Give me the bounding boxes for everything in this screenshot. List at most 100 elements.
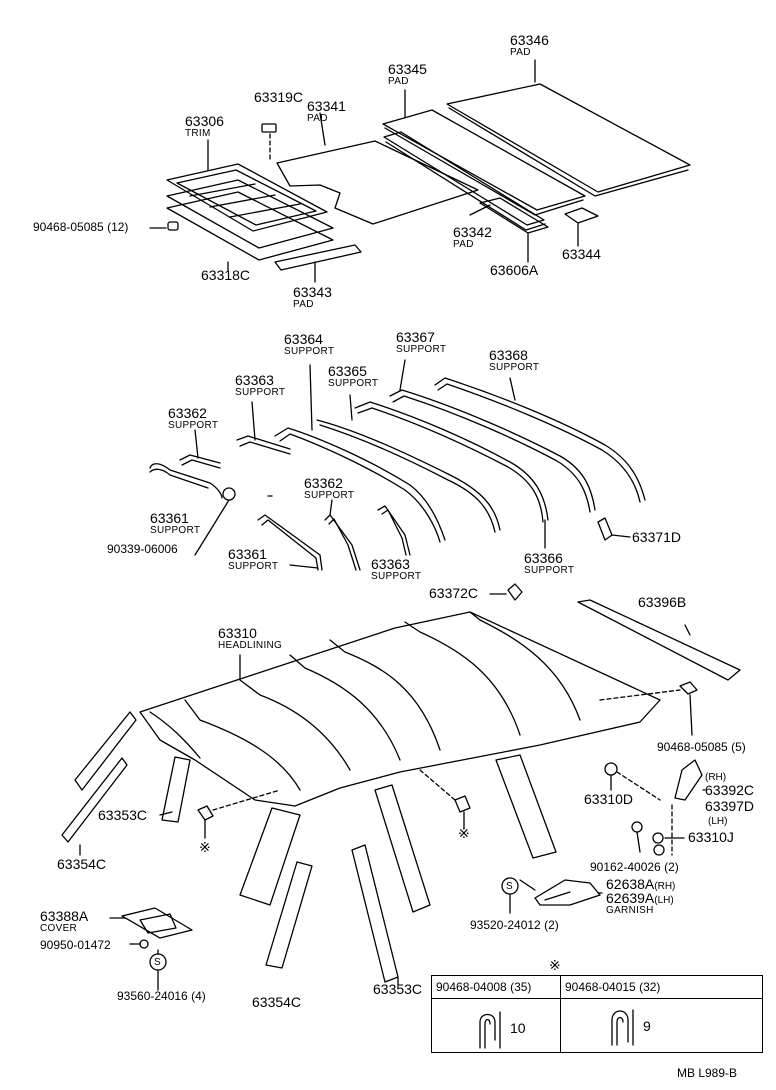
star-marker-2: ※: [458, 825, 470, 841]
label-garnish: GARNISH: [606, 905, 654, 916]
diagram-code: MB L989-B: [677, 1066, 738, 1080]
frame-63318c: [166, 179, 334, 261]
label-63606a: 63606A: [490, 262, 539, 278]
label-62638a: 62638A(RH): [606, 876, 676, 893]
clip-star-left: [197, 805, 214, 839]
label-63353c-a: 63353C: [98, 807, 148, 823]
legend-marker: ※: [549, 957, 561, 973]
legend-cell-1: 90468-04008 (35) 10: [432, 976, 561, 1052]
label-63306: 63306 TRIM: [185, 113, 224, 139]
pillar-63354c-left: [61, 711, 137, 843]
label-90339-06006: 90339-06006: [107, 542, 178, 556]
label-63363-a: 63363 SUPPORT: [235, 372, 286, 398]
support-63362-b: [324, 514, 361, 571]
clip-star-mid: [454, 795, 471, 829]
support-63363-b: [377, 505, 411, 556]
cover-63388a: [109, 907, 193, 939]
label-90468-05085-5: 90468-05085 (5): [657, 740, 746, 754]
pad-63342-strip: [383, 131, 546, 231]
label-63371d: 63371D: [632, 529, 682, 545]
support-63361-a: [149, 463, 223, 499]
pillar-63354c-bottom: [265, 861, 313, 969]
label-63365: 63365 SUPPORT: [328, 363, 379, 389]
label-63318c: 63318C: [201, 267, 251, 283]
label-63388a: 63388A COVER: [40, 908, 89, 934]
pillar-rear: [495, 754, 557, 859]
label-63372c: 63372C: [429, 585, 479, 601]
label-62639a: 62639A(LH): [606, 890, 674, 907]
label-63319c: 63319C: [254, 89, 304, 105]
pad-63346: [446, 83, 691, 197]
s-marker-2: S: [154, 957, 161, 968]
label-90468-05085-12: 90468-05085 (12): [33, 220, 129, 234]
part-63606a: [479, 197, 549, 263]
clip-63310j: [652, 832, 685, 856]
legend-clip2-dim: 9: [643, 1018, 651, 1034]
screw-s-93520: [501, 877, 519, 914]
label-63345: 63345 PAD: [388, 61, 427, 87]
leader-63342: [469, 204, 491, 216]
legend-clip1-dim: 10: [510, 1020, 526, 1036]
legend-clip1-part: 90468-04008 (35): [436, 980, 532, 994]
label-63341: 63341 PAD: [307, 98, 346, 124]
label-63354c-a: 63354C: [57, 856, 107, 872]
support-63367: [389, 389, 596, 511]
label-63397d-side: (LH): [708, 816, 728, 827]
screw-s-93560: [149, 949, 167, 991]
trim-63306: [166, 163, 328, 232]
screw-90468-05085-right: [679, 681, 698, 736]
screw-90468-05085-top: [149, 221, 179, 231]
legend-clip-1: [479, 1011, 501, 1049]
support-63363-a: [236, 435, 291, 450]
clip-90950-01472: [129, 939, 149, 949]
weatherstrip-63396b: [577, 599, 741, 681]
label-63354c-b: 63354C: [252, 994, 302, 1010]
headlining-63310: [139, 611, 661, 807]
label-63344: 63344: [562, 246, 601, 262]
clip-63310d: [604, 762, 618, 791]
clip-legend-table: 90468-04008 (35) 10 90468-04015 (32) 9: [431, 975, 763, 1053]
star-marker-1: ※: [199, 839, 211, 855]
label-63310d: 63310D: [584, 791, 634, 807]
pillar-front-mid: [374, 784, 431, 913]
label-93560-24016: 93560-24016 (4): [117, 989, 206, 1003]
clip-63372c: [489, 583, 523, 601]
support-63368: [434, 377, 646, 501]
label-63367: 63367 SUPPORT: [396, 329, 447, 355]
s-marker-1: S: [506, 881, 513, 892]
pillar-63353c-left: [161, 756, 191, 823]
pad-63341: [276, 140, 479, 225]
label-63364: 63364 SUPPORT: [284, 331, 335, 357]
clip-63371d: [597, 517, 631, 541]
label-90950-01472: 90950-01472: [40, 938, 111, 952]
label-63396b: 63396B: [638, 594, 687, 610]
clip-90339-06006: [194, 487, 236, 556]
screw-90162-40026: [631, 821, 643, 853]
support-63361-b: [257, 514, 323, 571]
leader-63341: [319, 112, 326, 146]
pad-63344: [564, 207, 599, 224]
label-63392c-side: (RH): [705, 772, 727, 783]
clip-63319c: [261, 123, 277, 133]
pillar-front-left: [239, 807, 301, 906]
label-63366: 63366 SUPPORT: [524, 550, 575, 576]
label-63392c: 63392C: [705, 782, 755, 798]
garnish-62638a: [534, 879, 603, 906]
label-63361-a: 63361 SUPPORT: [150, 510, 201, 536]
pillar-63353c-bottom: [351, 844, 399, 986]
label-63368: 63368 SUPPORT: [489, 347, 540, 373]
label-63310: 63310 HEADLINING: [218, 625, 283, 651]
label-63362-a: 63362 SUPPORT: [168, 405, 219, 431]
support-63362-a: [179, 454, 221, 464]
label-63310j: 63310J: [688, 829, 734, 845]
support-63365-b: [354, 401, 549, 521]
legend-clip2-part: 90468-04015 (32): [565, 980, 661, 994]
label-63343: 63343 PAD: [293, 284, 332, 310]
label-63362-b: 63362 SUPPORT: [304, 475, 355, 501]
legend-clip-2: [611, 1009, 634, 1046]
label-63353c-b: 63353C: [373, 981, 423, 997]
label-63363-b: 63363 SUPPORT: [371, 556, 422, 582]
label-63361-b: 63361 SUPPORT: [228, 546, 279, 572]
label-90162-40026: 90162-40026 (2): [590, 860, 679, 874]
